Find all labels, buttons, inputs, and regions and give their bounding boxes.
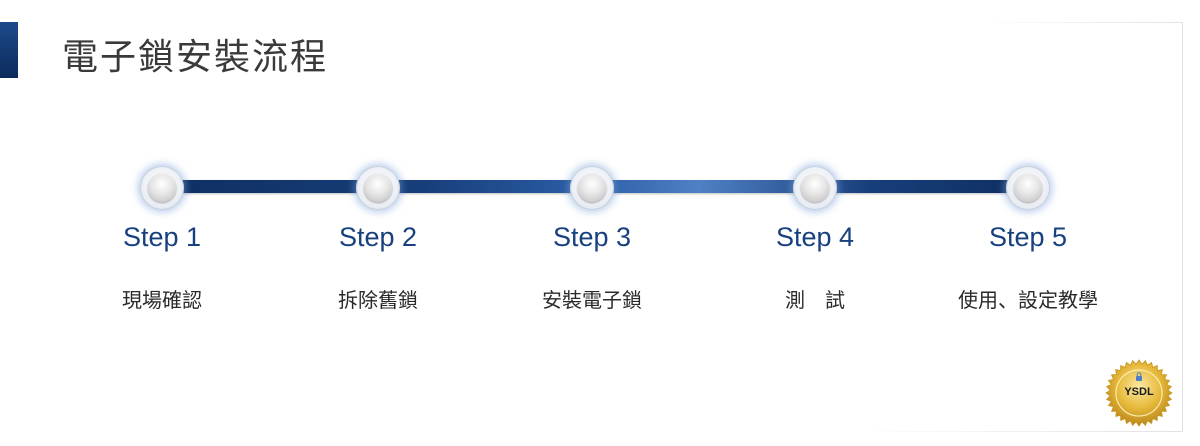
step-label: 拆除舊鎖 [338,288,418,312]
step-3: Step 3 安裝電子鎖 [482,0,702,446]
frame-right-line [1166,22,1183,432]
seal-text: YSDL [1124,386,1154,398]
title-accent-bar [0,22,18,78]
page-title: 電子鎖安裝流程 [62,37,329,78]
step-2: Step 2 拆除舊鎖 [268,0,488,446]
circle-knob-icon [140,166,184,210]
step-title: Step 2 [338,222,418,252]
step-label: 使用、設定教學 [958,288,1098,312]
ysdl-seal-logo: YSDL [1104,358,1174,428]
step-title: Step 4 [775,222,855,252]
step-title: Step 3 [552,222,632,252]
step-title: Step 1 [122,222,202,252]
frame-top-line [980,22,1182,23]
step-1: Step 1 現場確認 [52,0,272,446]
circle-knob-icon [1006,166,1050,210]
step-label: 安裝電子鎖 [542,288,642,312]
circle-knob-icon [793,166,837,210]
circle-knob-icon [356,166,400,210]
step-5: Step 5 使用、設定教學 [918,0,1138,446]
circle-knob-icon [570,166,614,210]
step-title: Step 5 [988,222,1068,252]
step-4: Step 4 測 試 [705,0,925,446]
step-label: 測 試 [785,288,845,312]
frame-bottom-line [850,431,1182,432]
lock-icon [1136,372,1142,381]
seal-badge-icon [1105,359,1173,427]
step-label: 現場確認 [122,288,202,312]
